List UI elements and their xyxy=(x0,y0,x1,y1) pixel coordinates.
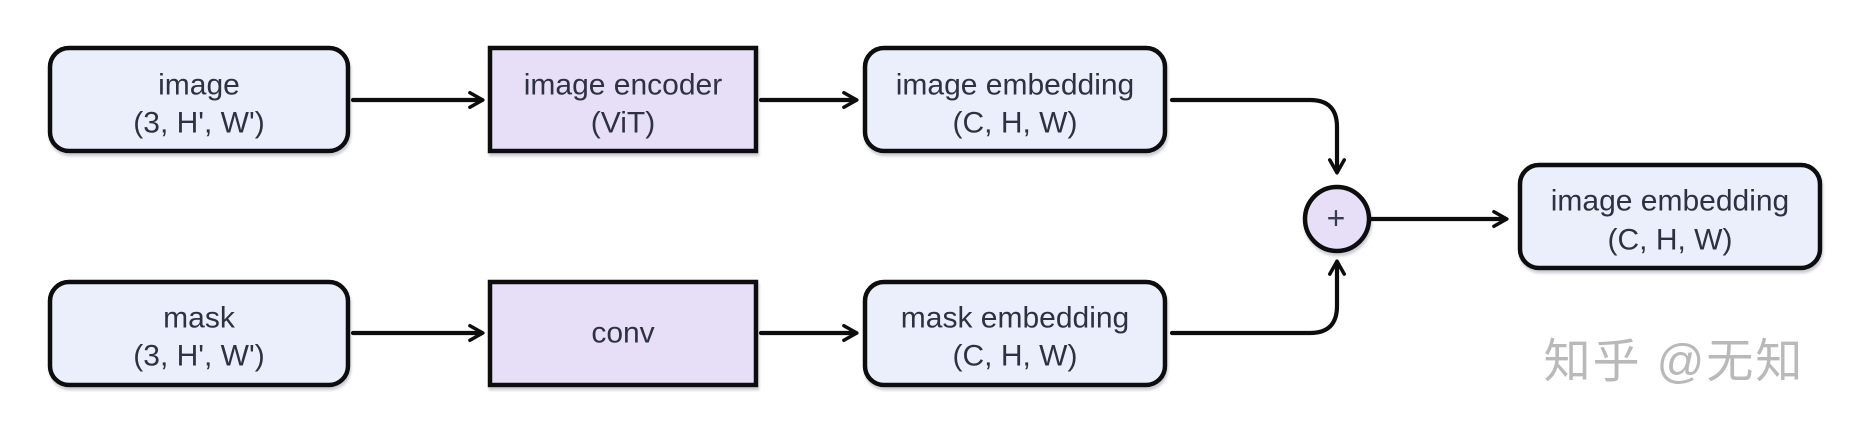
image-embedding-shape: (C, H, W) xyxy=(953,107,1078,140)
arrow-image-embedding-to-sum xyxy=(1169,97,1347,175)
image-input-label: image xyxy=(158,69,240,102)
node-mask-embedding: mask embedding (C, H, W) xyxy=(862,279,1168,388)
arrow-mask-embedding-to-sum xyxy=(1169,259,1347,336)
mask-embedding-label: mask embedding xyxy=(901,302,1129,335)
output-embedding-label: image embedding xyxy=(1551,185,1790,218)
image-embedding-label: image embedding xyxy=(896,69,1135,102)
mask-input-label: mask xyxy=(163,302,236,335)
image-embedding-box xyxy=(862,45,1168,154)
mask-embedding-box xyxy=(862,279,1168,388)
mask-input-box xyxy=(47,279,351,388)
image-input-shape: (3, H', W') xyxy=(133,107,264,140)
node-image-embedding: image embedding (C, H, W) xyxy=(862,45,1168,154)
image-encoder-box xyxy=(487,45,759,154)
plus-icon: + xyxy=(1327,200,1346,236)
zhihu-watermark: 知乎 @无知 xyxy=(1544,335,1805,388)
conv-box xyxy=(487,279,759,388)
mask-input-shape: (3, H', W') xyxy=(133,340,264,373)
node-conv: conv xyxy=(487,279,759,388)
image-input-box xyxy=(47,45,351,154)
node-image-input: image (3, H', W') xyxy=(47,45,351,154)
image-encoder-label: image encoder xyxy=(524,69,722,102)
sum-operator: + xyxy=(1302,184,1372,254)
mask-embedding-shape: (C, H, W) xyxy=(953,340,1078,373)
node-image-encoder: image encoder (ViT) xyxy=(487,45,759,154)
image-encoder-type: (ViT) xyxy=(591,107,655,140)
conv-label: conv xyxy=(591,317,654,350)
node-mask-input: mask (3, H', W') xyxy=(47,279,351,388)
output-embedding-box xyxy=(1517,162,1823,271)
node-output-embedding: image embedding (C, H, W) xyxy=(1517,162,1823,271)
output-embedding-shape: (C, H, W) xyxy=(1608,224,1733,257)
